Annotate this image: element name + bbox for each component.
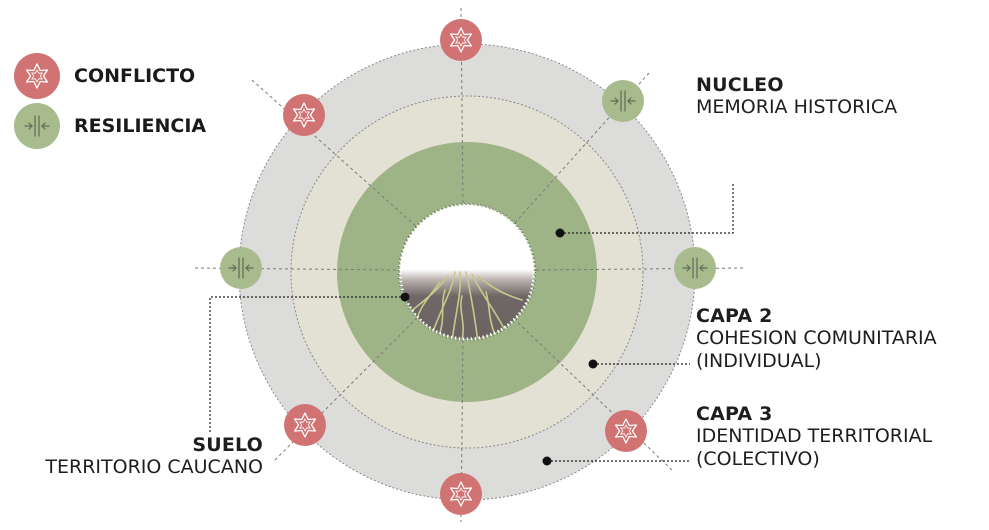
resilience-marker-upper-right [602,80,644,122]
callout-lines [209,184,734,462]
suelo-title: SUELO [192,434,263,456]
resilience-marker-left [220,247,262,289]
conflict-marker-upper-left [283,94,325,136]
legend-label-resiliencia: RESILIENCIA [74,115,207,137]
capa3-title: CAPA 3 [696,403,773,425]
legend-conflicto: CONFLICTO [14,53,195,99]
core-soil-image [398,203,536,341]
label-capa-2: CAPA 2 COHESION COMUNITARIA (INDIVIDUAL) [696,305,937,372]
label-capa-3: CAPA 3 IDENTIDAD TERRITORIAL (COLECTIVO) [696,403,932,470]
callout-dots [400,228,598,466]
capa2-line1: COHESION COMUNITARIA [696,327,937,350]
conflict-marker-lower-right [605,410,647,452]
suelo-subtitle: TERRITORIO CAUCANO [45,456,263,479]
label-suelo: SUELO TERRITORIO CAUCANO [45,434,263,479]
conflict-marker-lower-left [284,404,326,446]
nucleo-title: NUCLEO [696,74,784,96]
star-icon [14,53,60,99]
capa3-line2: (COLECTIVO) [696,447,820,470]
resilience-marker-right [674,247,716,289]
label-nucleo: NUCLEO MEMORIA HISTORICA [696,74,897,119]
conflict-marker-top [440,19,482,61]
capa2-line2: (INDIVIDUAL) [696,349,822,372]
compress-arrows-icon [14,103,60,149]
capa3-line1: IDENTIDAD TERRITORIAL [696,425,933,448]
middle-ring-dashed-border [290,95,644,449]
legend-label-conflicto: CONFLICTO [74,65,196,87]
conflict-marker-bottom [440,473,482,515]
nucleo-subtitle: MEMORIA HISTORICA [696,96,898,119]
legend-resiliencia: RESILIENCIA [14,103,206,149]
capa2-title: CAPA 2 [696,305,773,327]
radial-guide-lines [194,7,746,523]
